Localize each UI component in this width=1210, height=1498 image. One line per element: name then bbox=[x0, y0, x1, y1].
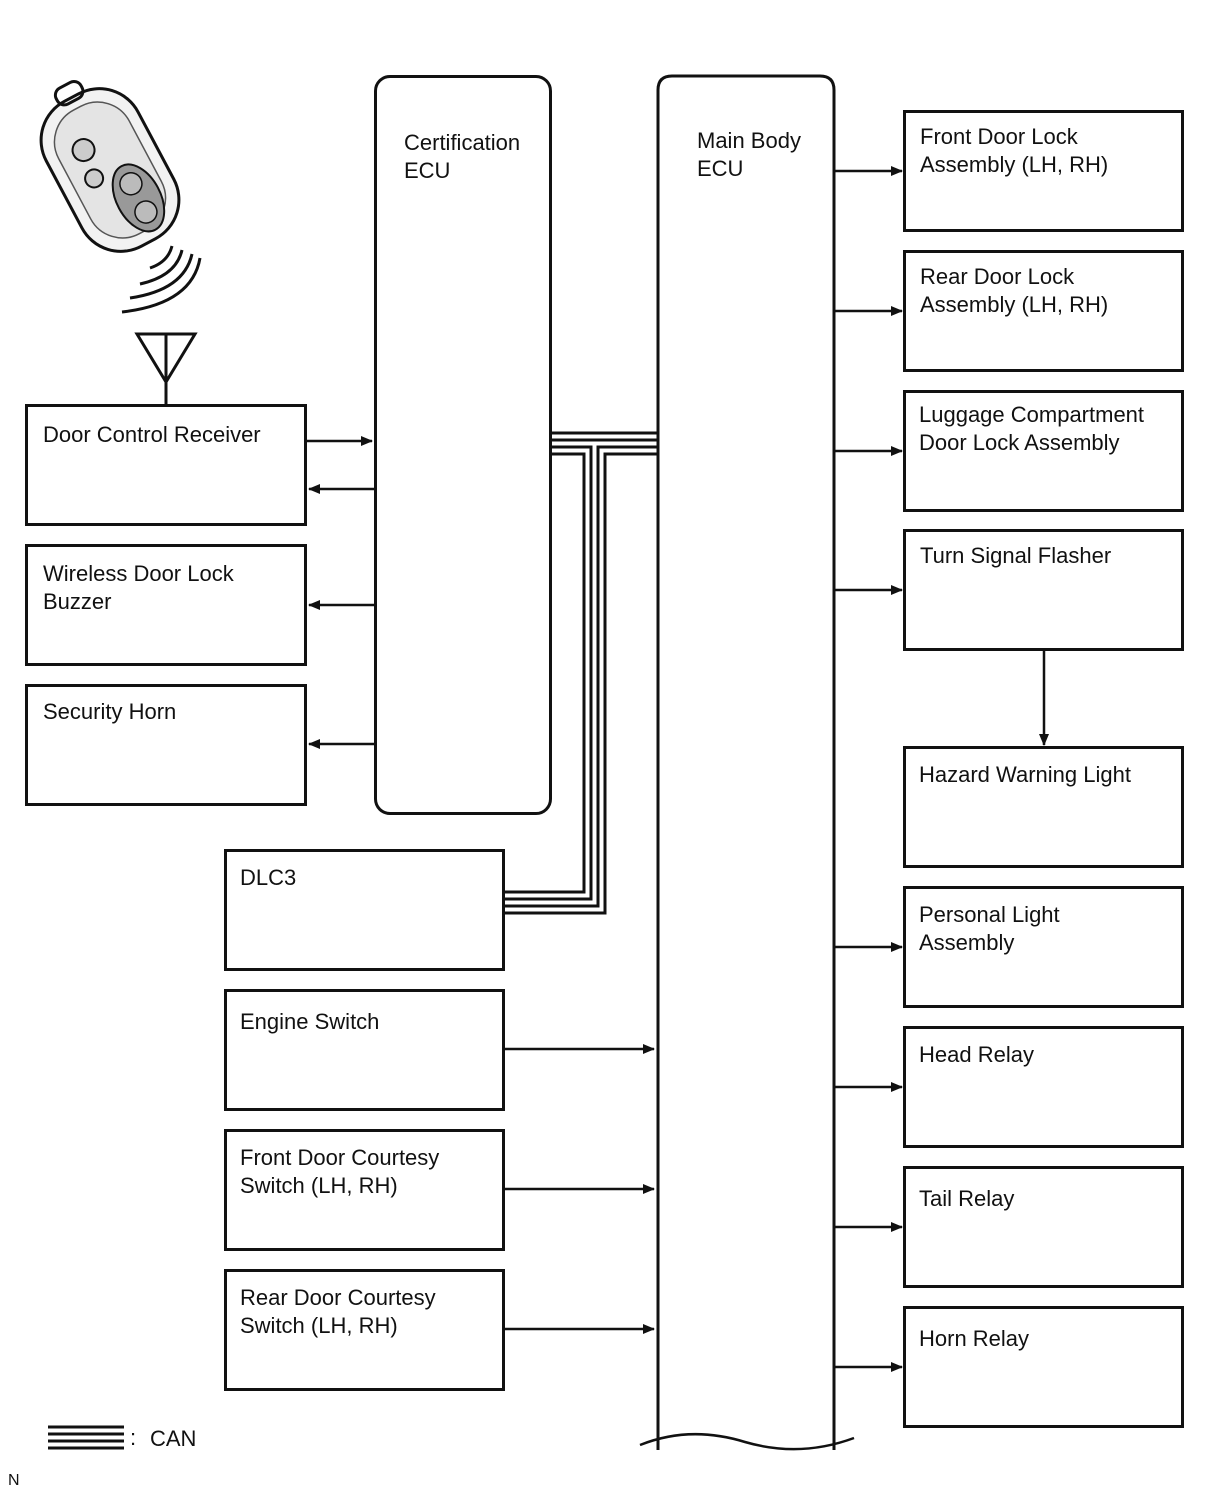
wireless-door-lock-buzzer-label: Wireless Door Lock Buzzer bbox=[43, 561, 234, 614]
personal-light-box: Personal Light Assembly bbox=[903, 886, 1184, 1008]
door-control-receiver-box: Door Control Receiver bbox=[25, 404, 307, 526]
radio-waves-icon bbox=[121, 245, 202, 314]
key-fob-icon bbox=[39, 79, 181, 253]
front-door-lock-box: Front Door Lock Assembly (LH, RH) bbox=[903, 110, 1184, 232]
luggage-door-lock-label: Luggage Compartment Door Lock Assembly bbox=[919, 402, 1145, 455]
rear-door-courtesy-switch-box: Rear Door Courtesy Switch (LH, RH) bbox=[224, 1269, 505, 1391]
cert-left-connections bbox=[306, 436, 375, 749]
rear-door-lock-box: Rear Door Lock Assembly (LH, RH) bbox=[903, 250, 1184, 372]
personal-light-label: Personal Light Assembly bbox=[919, 902, 1060, 955]
engine-switch-label: Engine Switch bbox=[240, 1009, 380, 1034]
break-line bbox=[639, 1432, 855, 1451]
dlc3-box: DLC3 bbox=[224, 849, 505, 971]
head-relay-box: Head Relay bbox=[903, 1026, 1184, 1148]
head-relay-label: Head Relay bbox=[919, 1042, 1034, 1067]
rear-door-courtesy-switch-label: Rear Door Courtesy Switch (LH, RH) bbox=[240, 1285, 436, 1338]
tail-relay-box: Tail Relay bbox=[903, 1166, 1184, 1288]
input-connections bbox=[505, 1044, 655, 1334]
wireless-door-lock-buzzer-box: Wireless Door Lock Buzzer bbox=[25, 544, 307, 666]
horn-relay-label: Horn Relay bbox=[919, 1326, 1030, 1351]
turn-signal-flasher-label: Turn Signal Flasher bbox=[920, 543, 1112, 568]
front-door-courtesy-switch-label: Front Door Courtesy Switch (LH, RH) bbox=[240, 1145, 440, 1198]
security-horn-label: Security Horn bbox=[43, 699, 177, 724]
luggage-door-lock-box: Luggage Compartment Door Lock Assembly bbox=[903, 390, 1184, 512]
certification-ecu-label: Certification ECU bbox=[404, 130, 521, 183]
turn-signal-flasher-box: Turn Signal Flasher bbox=[903, 529, 1184, 651]
tail-relay-label: Tail Relay bbox=[919, 1186, 1015, 1211]
door-control-receiver-label: Door Control Receiver bbox=[43, 422, 261, 447]
main-body-ecu-label: Main Body ECU bbox=[697, 128, 801, 181]
rear-door-lock-label: Rear Door Lock Assembly (LH, RH) bbox=[920, 264, 1109, 317]
can-bus bbox=[505, 431, 657, 915]
front-door-lock-label: Front Door Lock Assembly (LH, RH) bbox=[920, 124, 1109, 177]
main-body-ecu-outline bbox=[656, 74, 836, 1450]
horn-relay-box: Horn Relay bbox=[903, 1306, 1184, 1428]
hazard-warning-light-box: Hazard Warning Light bbox=[903, 746, 1184, 868]
legend-label: CAN bbox=[150, 1426, 197, 1451]
can-legend-icon bbox=[48, 1425, 124, 1450]
corner-mark: N bbox=[8, 1472, 20, 1489]
hazard-warning-light-label: Hazard Warning Light bbox=[919, 762, 1131, 787]
engine-switch-box: Engine Switch bbox=[224, 989, 505, 1111]
certification-ecu: Certification ECU bbox=[374, 75, 552, 815]
dlc3-label: DLC3 bbox=[240, 865, 297, 890]
output-connections bbox=[835, 166, 1049, 1372]
antenna-icon bbox=[134, 332, 198, 406]
front-door-courtesy-switch-box: Front Door Courtesy Switch (LH, RH) bbox=[224, 1129, 505, 1251]
security-horn-box: Security Horn bbox=[25, 684, 307, 806]
legend-separator: : bbox=[130, 1425, 137, 1450]
